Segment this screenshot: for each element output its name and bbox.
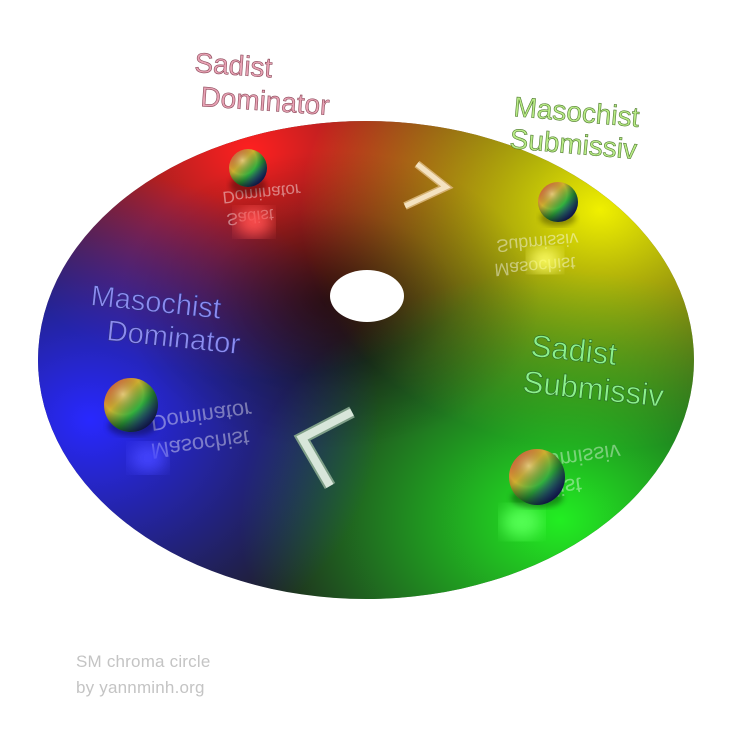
label-yellow: Masochist Submissiv (508, 91, 640, 165)
label-red-line2: Dominator (200, 81, 331, 121)
label-red-line1: Sadist (194, 47, 274, 83)
center-hole (330, 270, 404, 322)
credit-line-2: by yannminh.org (76, 678, 205, 698)
green-glow (502, 506, 542, 538)
sphere-blue (104, 378, 158, 436)
label-red: Sadist Dominator (194, 47, 331, 121)
sphere-red (229, 149, 267, 195)
yellow-glow (529, 248, 561, 272)
credit-line-1: SM chroma circle (76, 652, 211, 672)
sphere-green (509, 449, 565, 508)
red-glow (236, 208, 272, 236)
sphere-yellow (538, 182, 578, 226)
blue-glow (130, 444, 166, 472)
